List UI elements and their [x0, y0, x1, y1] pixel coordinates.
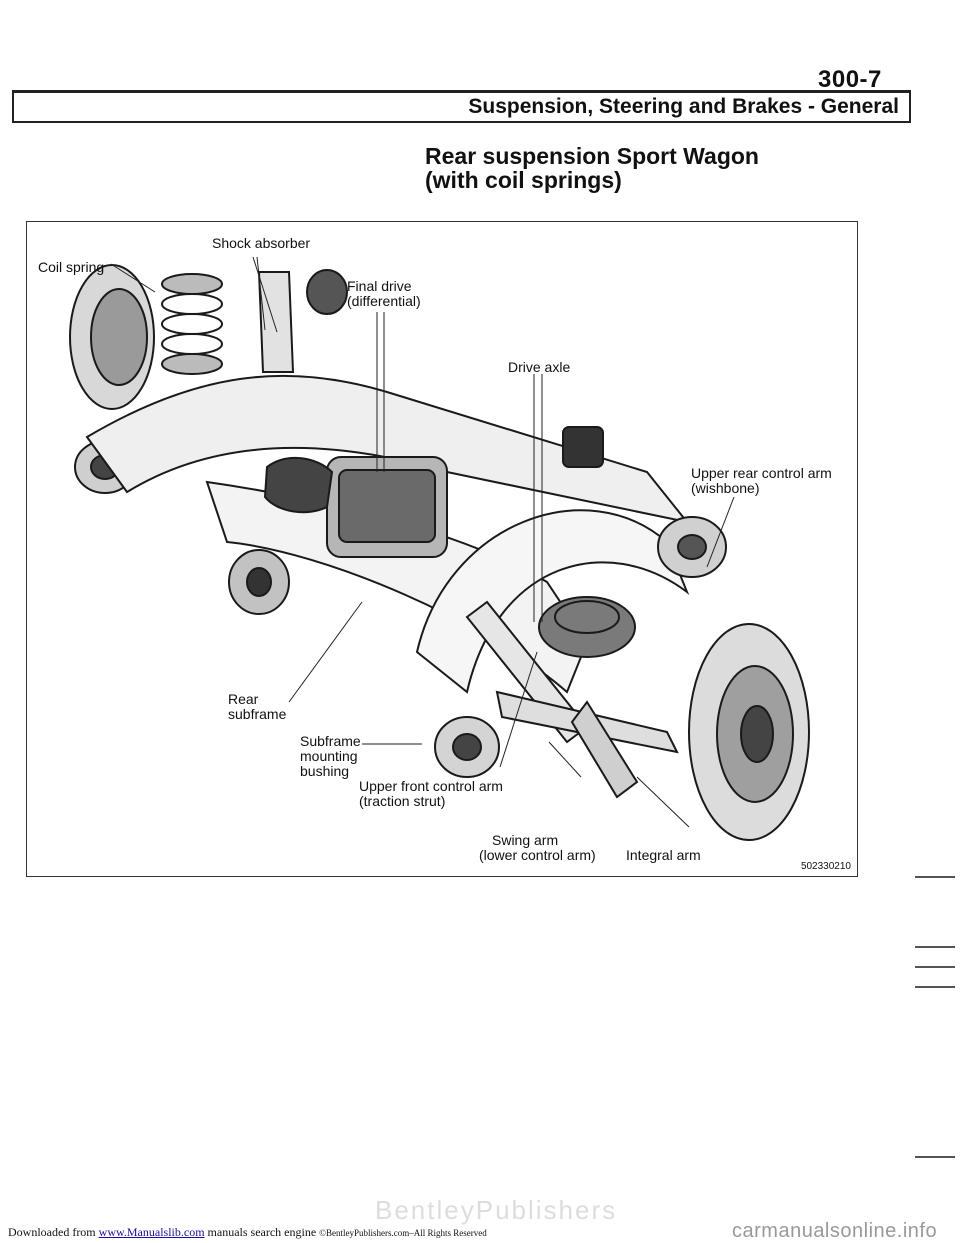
label-upper-rear-control-arm: Upper rear control arm (wishbone) [691, 466, 832, 496]
label-rear-subframe: Rear subframe [228, 692, 286, 722]
margin-mark [915, 1156, 955, 1158]
footer-prefix: Downloaded from [8, 1225, 99, 1239]
final-drive-cap [306, 269, 348, 315]
suspension-figure: Shock absorber Coil spring Final drive (… [26, 221, 858, 877]
manualslib-link[interactable]: www.Manualslib.com [98, 1225, 205, 1239]
label-final-drive: Final drive (differential) [347, 279, 421, 309]
figure-title-line-1: Rear suspension Sport Wagon [425, 143, 759, 169]
footer-suffix: manuals search engine [204, 1225, 320, 1239]
figure-id: 502330210 [800, 861, 851, 872]
margin-mark [915, 876, 955, 878]
label-upper-front-control-arm: Upper front control arm (traction strut) [359, 779, 503, 809]
label-integral-arm: Integral arm [626, 847, 701, 863]
download-footer: Downloaded from www.Manualslib.com manua… [8, 1225, 487, 1240]
label-upper-rear-control-arm-line-1: Upper rear control arm [691, 465, 832, 481]
footer-site-name: carmanualsonline.info [732, 1220, 938, 1242]
label-subframe-line-3: bushing [300, 763, 350, 779]
label-subframe-line-1: Subframe [300, 733, 361, 749]
label-upper-rear-control-arm-line-2: (wishbone) [691, 480, 760, 496]
label-coil-spring: Coil spring [38, 259, 105, 275]
label-rear-subframe-line-1: Rear [228, 691, 259, 707]
right-spring-seat [538, 596, 636, 658]
label-swing-arm-line-1: Swing arm [492, 832, 559, 848]
integral-arm [570, 700, 639, 799]
figure-title-line-2: (with coil springs) [425, 167, 622, 193]
label-shock-absorber: Shock absorber [212, 235, 311, 251]
rear-suspension-illustration [69, 256, 810, 841]
margin-mark [915, 966, 955, 968]
shock-absorber [257, 271, 295, 373]
section-header-title: Suspension, Steering and Brakes - Genera… [468, 95, 899, 118]
figure-title: Rear suspension Sport Wagon (with coil s… [425, 144, 759, 192]
section-header-bar: Suspension, Steering and Brakes - Genera… [12, 90, 911, 123]
coil-spring [161, 273, 223, 375]
footer-copyright: ©BentleyPublishers.com–All Rights Reserv… [319, 1228, 487, 1238]
margin-mark [915, 986, 955, 988]
label-subframe-mounting-bushing: Subframe mounting bushing [300, 734, 361, 779]
label-upper-front-line-2: (traction strut) [359, 793, 446, 809]
publisher-watermark: BentleyPublishers [375, 1195, 618, 1225]
page-number: 300-7 [818, 66, 882, 93]
label-swing-arm-line-2: (lower control arm) [479, 847, 596, 863]
label-upper-front-line-1: Upper front control arm [359, 778, 503, 794]
rear-subframe-beam [85, 374, 690, 524]
right-top-mount [562, 426, 604, 468]
margin-mark [915, 946, 955, 948]
label-subframe-line-2: mounting [300, 748, 358, 764]
label-drive-axle: Drive axle [508, 359, 571, 375]
label-rear-subframe-line-2: subframe [228, 706, 287, 722]
drive-shaft-boot [263, 456, 334, 514]
label-final-drive-line-2: (differential) [347, 293, 421, 309]
label-final-drive-line-1: Final drive [347, 278, 412, 294]
